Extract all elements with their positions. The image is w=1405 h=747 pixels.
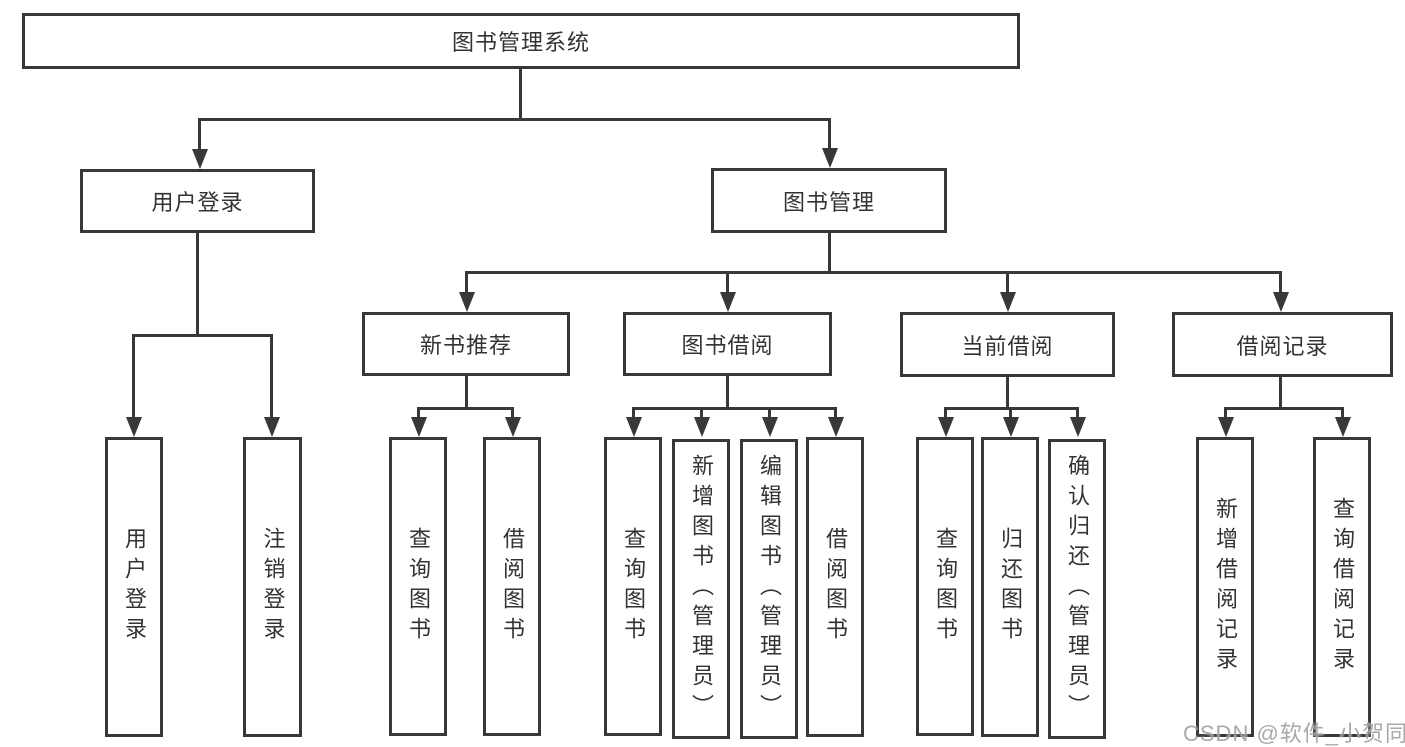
- arrow-down-icon: [720, 292, 736, 312]
- arrow-down-icon: [1218, 417, 1234, 437]
- arrow-down-icon: [694, 417, 710, 437]
- node-label: 查询图书: [621, 526, 646, 647]
- node-leaf-return-books: 归还图书: [981, 437, 1039, 737]
- node-leaf-user-login: 用户登录: [105, 437, 163, 737]
- connector-line: [834, 407, 837, 419]
- connector-line: [132, 334, 135, 419]
- node-label: 查询图书: [406, 526, 431, 647]
- node-label: 图书管理: [782, 189, 875, 215]
- connector-line: [632, 407, 837, 410]
- node-leaf-borrow-books-1: 借阅图书: [483, 437, 541, 736]
- connector-line: [519, 69, 522, 121]
- connector-line: [700, 407, 703, 419]
- connector-line: [1279, 377, 1282, 410]
- node-label: 新增图书（管理员）: [689, 454, 714, 724]
- arrow-down-icon: [626, 417, 642, 437]
- arrow-down-icon: [822, 148, 838, 168]
- connector-line: [1341, 407, 1344, 419]
- node-label: 图书管理系统: [451, 30, 590, 55]
- connector-line: [632, 407, 635, 419]
- node-label: 查询借阅记录: [1330, 497, 1355, 677]
- node-leaf-confirm-return-admin: 确认归还（管理员）: [1048, 439, 1106, 739]
- arrow-down-icon: [938, 417, 954, 437]
- arrow-down-icon: [1003, 417, 1019, 437]
- connector-line: [465, 271, 1281, 274]
- connector-line: [198, 118, 831, 121]
- connector-line: [132, 334, 273, 337]
- connector-line: [768, 407, 771, 419]
- arrow-down-icon: [411, 417, 427, 437]
- node-label: 编辑图书（管理员）: [757, 454, 782, 724]
- node-borrowing-records: 借阅记录: [1172, 312, 1393, 377]
- connector-line: [198, 118, 201, 150]
- arrow-down-icon: [1273, 292, 1289, 312]
- node-leaf-add-borrow-record: 新增借阅记录: [1196, 437, 1254, 737]
- node-label: 借阅图书: [500, 526, 525, 647]
- node-label: 用户登录: [122, 527, 147, 647]
- connector-line: [828, 233, 831, 274]
- node-label: 借阅图书: [823, 527, 848, 647]
- connector-line: [828, 118, 831, 149]
- node-leaf-borrow-books-2: 借阅图书: [806, 437, 864, 737]
- node-leaf-edit-books-admin: 编辑图书（管理员）: [740, 439, 798, 739]
- node-label: 当前借阅: [961, 333, 1054, 359]
- node-user-login: 用户登录: [80, 169, 315, 233]
- node-label: 新增借阅记录: [1213, 497, 1238, 677]
- arrow-down-icon: [459, 292, 475, 312]
- node-label: 用户登录: [151, 190, 244, 215]
- node-leaf-query-books-2: 查询图书: [604, 437, 662, 736]
- node-label: 确认归还（管理员）: [1065, 454, 1090, 724]
- connector-line: [1279, 271, 1282, 294]
- connector-line: [511, 407, 514, 419]
- node-book-management: 图书管理: [711, 168, 947, 233]
- connector-line: [417, 407, 514, 410]
- arrow-down-icon: [192, 149, 208, 169]
- node-current-borrowing: 当前借阅: [900, 312, 1115, 377]
- arrow-down-icon: [1070, 417, 1086, 437]
- node-label: 借阅记录: [1236, 333, 1329, 359]
- connector-line: [270, 334, 273, 419]
- arrow-down-icon: [1000, 292, 1016, 312]
- connector-line: [1076, 407, 1079, 419]
- node-label: 注销登录: [260, 527, 286, 647]
- node-book-borrowing: 图书借阅: [623, 312, 832, 376]
- connector-line: [1006, 271, 1009, 294]
- connector-line: [1006, 377, 1009, 410]
- node-leaf-query-borrow-record: 查询借阅记录: [1313, 437, 1371, 737]
- node-label: 归还图书: [998, 527, 1023, 647]
- node-label: 新书推荐: [419, 333, 512, 358]
- arrow-down-icon: [126, 417, 142, 437]
- arrow-down-icon: [762, 417, 778, 437]
- connector-line: [465, 271, 468, 294]
- node-leaf-logout: 注销登录: [243, 437, 302, 737]
- connector-line: [1224, 407, 1344, 410]
- arrow-down-icon: [1335, 417, 1351, 437]
- arrow-down-icon: [505, 417, 521, 437]
- connector-line: [465, 376, 468, 410]
- connector-line: [726, 376, 729, 410]
- csdn-watermark: CSDN @软件_小贺同学: [1183, 721, 1405, 746]
- connector-line: [726, 271, 729, 294]
- node-new-book-recommend: 新书推荐: [362, 312, 570, 376]
- node-label: 图书借阅: [681, 333, 774, 358]
- connector-line: [1009, 407, 1012, 419]
- connector-line: [417, 407, 420, 419]
- node-leaf-query-books-1: 查询图书: [389, 437, 447, 736]
- node-library-system: 图书管理系统: [22, 13, 1020, 69]
- connector-line: [944, 407, 947, 419]
- node-label: 查询图书: [933, 526, 958, 647]
- node-leaf-add-books-admin: 新增图书（管理员）: [672, 439, 730, 739]
- arrow-down-icon: [828, 417, 844, 437]
- arrow-down-icon: [264, 417, 280, 437]
- node-leaf-query-books-3: 查询图书: [916, 437, 974, 736]
- connector-line: [196, 233, 199, 336]
- connector-line: [1224, 407, 1227, 419]
